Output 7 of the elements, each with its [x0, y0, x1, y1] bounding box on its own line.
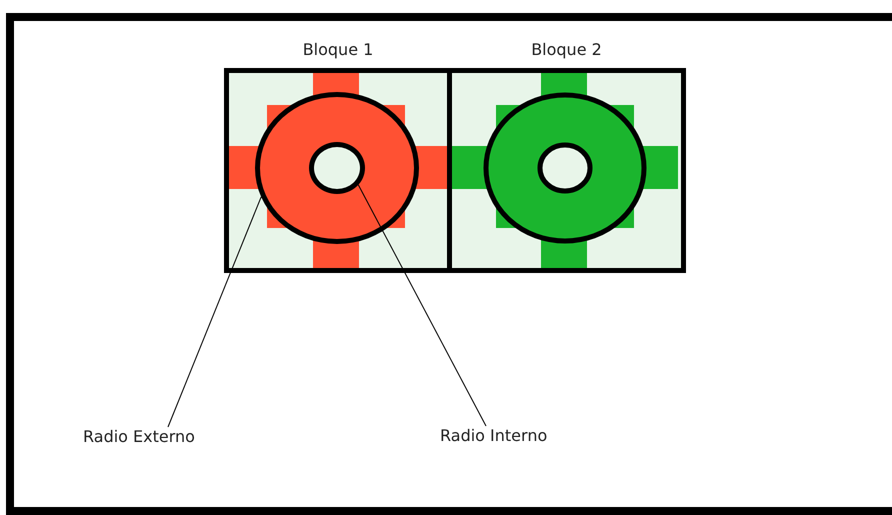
callout-label: Radio Externo — [83, 427, 195, 446]
circle-ring — [309, 142, 365, 194]
block-heading: Bloque 2 — [530, 40, 603, 59]
callout-label: Radio Interno — [440, 426, 548, 445]
leader-line — [358, 184, 486, 426]
block-heading: Bloque 1 — [302, 40, 374, 59]
leader-line — [168, 196, 262, 428]
